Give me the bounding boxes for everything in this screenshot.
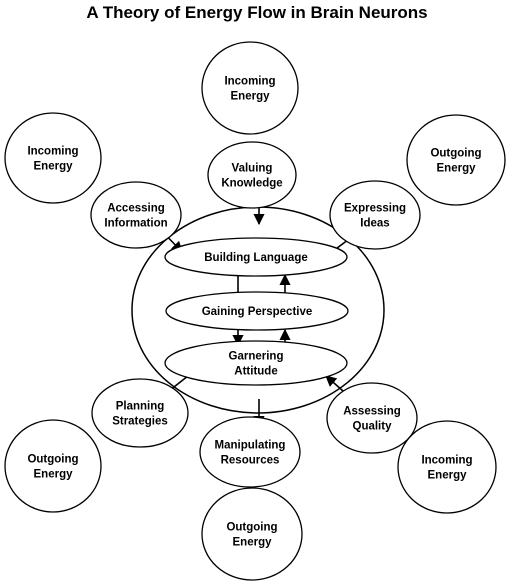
- node-manipulating-resources-label-1: Manipulating: [215, 440, 286, 452]
- node-outgoing-energy-right-shape: [406, 114, 506, 206]
- node-incoming-energy-top-shape: [201, 41, 299, 135]
- node-incoming-energy-right-label-2: Energy: [428, 470, 468, 482]
- node-planning-strategies-label-2: Strategies: [112, 416, 168, 428]
- node-outgoing-energy-bottom-label-1: Outgoing: [226, 522, 277, 534]
- node-building-language-shape: [164, 237, 348, 277]
- node-planning-strategies-shape: [91, 378, 189, 448]
- node-outgoing-energy-left-label-1: Outgoing: [27, 454, 78, 466]
- node-manipulating-resources-label-2: Resources: [221, 455, 280, 467]
- node-planning-strategies-label-1: Planning: [116, 401, 165, 413]
- nodes-group: IncomingEnergyIncomingEnergyOutgoingEner…: [4, 41, 506, 581]
- node-garnering-attitude-label-2: Attitude: [234, 366, 277, 378]
- node-outgoing-energy-right-label-1: Outgoing: [430, 148, 481, 160]
- node-gaining-perspective-shape: [165, 291, 349, 331]
- node-garnering-attitude-label-1: Garnering: [229, 351, 284, 363]
- node-valuing-knowledge-label-1: Valuing: [232, 163, 273, 175]
- node-outgoing-energy-left-shape: [4, 419, 102, 513]
- node-accessing-information-label-1: Accessing: [107, 203, 165, 215]
- node-outgoing-energy-bottom-shape: [201, 487, 303, 581]
- node-outgoing-energy-right-label-2: Energy: [437, 163, 477, 175]
- node-incoming-energy-top-label-2: Energy: [231, 91, 271, 103]
- node-incoming-energy-right-label-1: Incoming: [421, 455, 472, 467]
- node-accessing-information-label-2: Information: [104, 218, 167, 230]
- node-incoming-energy-top-label-1: Incoming: [224, 76, 275, 88]
- node-expressing-ideas-shape: [329, 180, 421, 250]
- node-valuing-knowledge-shape: [207, 141, 297, 209]
- node-expressing-ideas-label-1: Expressing: [344, 203, 406, 215]
- node-outgoing-energy-left-label-2: Energy: [34, 469, 74, 481]
- node-outgoing-energy-bottom-label-2: Energy: [233, 537, 273, 549]
- node-incoming-energy-right-shape: [397, 420, 497, 514]
- node-accessing-information-shape: [90, 181, 182, 249]
- node-incoming-energy-left-label-1: Incoming: [27, 146, 78, 158]
- node-manipulating-resources-shape: [199, 416, 301, 488]
- node-assessing-quality-shape: [326, 382, 418, 454]
- node-gaining-perspective: Gaining Perspective: [165, 291, 349, 331]
- node-incoming-energy-left-label-2: Energy: [34, 161, 74, 173]
- node-valuing-knowledge-label-2: Knowledge: [221, 178, 282, 190]
- node-incoming-energy-left-shape: [4, 112, 102, 204]
- node-gaining-perspective-label-1: Gaining Perspective: [202, 306, 313, 318]
- node-building-language: Building Language: [164, 237, 348, 277]
- node-expressing-ideas-label-2: Ideas: [360, 218, 389, 230]
- node-garnering-attitude-shape: [164, 340, 348, 386]
- node-assessing-quality-label-2: Quality: [353, 421, 393, 433]
- node-building-language-label-1: Building Language: [204, 252, 308, 264]
- diagram-title: A Theory of Energy Flow in Brain Neurons: [86, 3, 428, 22]
- node-assessing-quality-label-1: Assessing: [343, 406, 401, 418]
